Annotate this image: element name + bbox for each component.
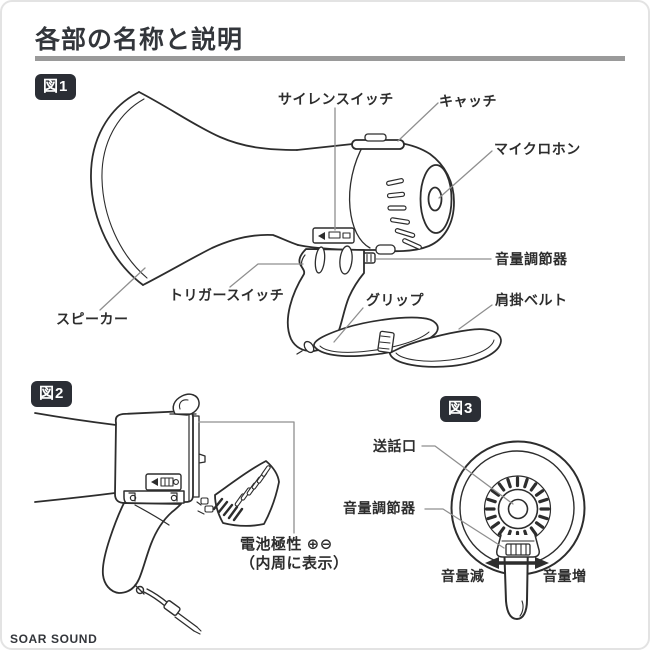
fig2-switch-panel <box>145 473 182 491</box>
leader-lines <box>99 102 514 549</box>
brand-text: SOAR SOUND <box>10 632 98 646</box>
fig2-strap <box>134 584 202 635</box>
label-volume-up: 音量増 <box>543 568 587 584</box>
battery-polarity-line1: 電池極性 ⊕⊖ <box>240 536 333 553</box>
label-volume-down: 音量減 <box>441 568 485 584</box>
figure2-drawing <box>34 393 280 635</box>
label-battery-polarity: 電池極性 ⊕⊖ （内周に表示） <box>240 535 349 573</box>
label-siren-switch: サイレンスイッチ <box>278 91 394 107</box>
page-title: 各部の名称と説明 <box>35 26 244 54</box>
figure3-drawing <box>450 440 586 620</box>
label-volume-control-rear: 音量調節器 <box>343 500 416 516</box>
figure2-badge: 図2 <box>31 381 73 407</box>
figure1-badge: 図1 <box>35 74 77 100</box>
figure3-badge: 図3 <box>440 396 482 422</box>
label-shoulder-belt: 肩掛ベルト <box>495 292 568 308</box>
shoulder-belt-coil <box>296 316 502 368</box>
battery-polarity-line2: （内周に表示） <box>240 555 349 572</box>
siren-switch-panel <box>312 227 355 244</box>
label-volume-control: 音量調節器 <box>495 251 568 267</box>
label-speaker: スピーカー <box>56 311 129 327</box>
volume-direction-arrow <box>485 557 549 569</box>
label-trigger-switch: トリガースイッチ <box>169 287 285 303</box>
label-grip: グリップ <box>366 292 424 308</box>
label-mouthpiece: 送話口 <box>373 438 417 454</box>
cap-vent-slots <box>386 178 422 250</box>
label-microphone: マイクロホン <box>494 141 581 157</box>
label-catch: キャッチ <box>439 93 497 109</box>
fig2-catch <box>169 393 200 416</box>
fig3-volume-knob <box>496 534 540 558</box>
battery-cover <box>196 460 280 527</box>
dial-tick-ring <box>484 476 551 542</box>
figure1-drawing <box>90 91 502 368</box>
title-underline <box>35 56 625 61</box>
catch-latch <box>351 133 405 150</box>
